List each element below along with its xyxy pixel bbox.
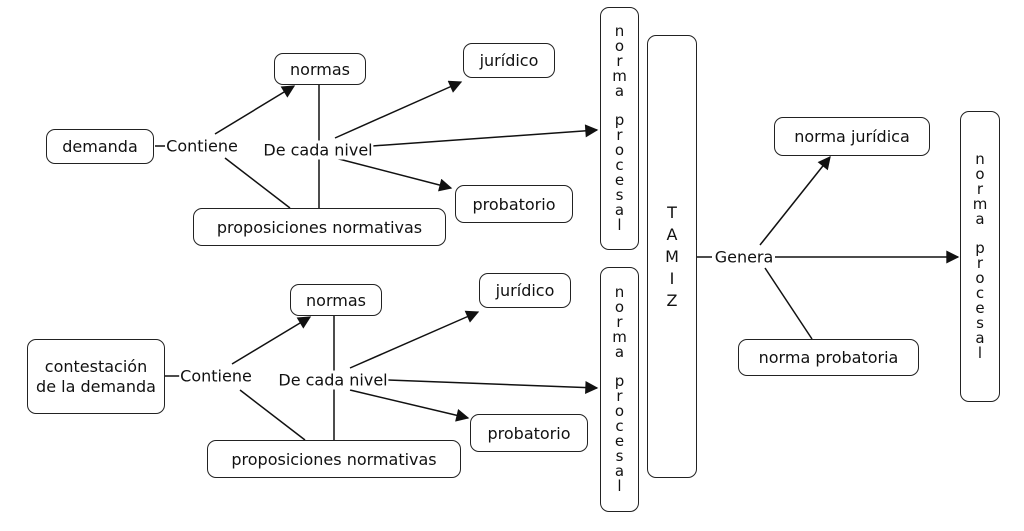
edge-contiene-proposiciones (224, 157, 291, 209)
letter: s (615, 447, 624, 465)
letter: p (975, 239, 985, 257)
probatorio-node: probatorio (455, 185, 573, 223)
letter: m (972, 195, 988, 213)
letter: o (614, 37, 625, 55)
letter: T (667, 202, 677, 222)
letter: M (665, 246, 679, 266)
contestacion-node: contestación de la demanda (27, 339, 165, 414)
letter: o (614, 141, 625, 159)
letter: n (614, 22, 625, 40)
de-cada-nivel-label-bottom: De cada nivel (277, 370, 389, 390)
edge-nivel-norma-procesal-top (371, 124, 599, 147)
letter: o (975, 269, 985, 287)
letter: r (616, 52, 623, 70)
genera-label: Genera (713, 247, 775, 267)
letter: s (615, 186, 624, 204)
letter: e (614, 432, 625, 450)
juridico-node-bottom: jurídico (479, 273, 571, 308)
edge-nivel-probatorio-b (349, 389, 470, 422)
norma-probatoria-node: norma probatoria (738, 339, 919, 376)
letter: a (975, 329, 985, 347)
letter: l (617, 477, 622, 495)
contiene-label-bottom: Contiene (179, 366, 253, 386)
letter: c (615, 417, 624, 435)
letter: m (612, 328, 627, 346)
letter: e (975, 299, 985, 317)
letter: a (614, 343, 625, 361)
letter: o (975, 165, 985, 183)
letter: A (666, 224, 678, 244)
contiene-label: Contiene (165, 136, 239, 156)
edge-contiene-normas-b (231, 316, 312, 365)
letter: n (975, 150, 985, 168)
proposiciones-normativas-node-bottom: proposiciones normativas (207, 440, 461, 478)
edge-nivel-norma-procesal-bottom (387, 379, 599, 395)
letter: m (612, 67, 627, 85)
edge-nivel-probatorio (334, 157, 453, 192)
edge-contiene-proposiciones-b (239, 389, 306, 441)
letter: l (617, 216, 622, 234)
letter: a (614, 82, 625, 100)
letter: s (976, 314, 984, 332)
de-cada-nivel-label: De cada nivel (262, 140, 374, 160)
letter: c (975, 284, 985, 302)
letter: e (614, 171, 625, 189)
letter: c (615, 156, 624, 174)
normas-node: normas (274, 53, 366, 85)
probatorio-node-bottom: probatorio (470, 414, 588, 452)
letter: r (976, 180, 984, 198)
letter: Z (666, 290, 678, 310)
letter: a (975, 210, 985, 228)
letter: a (614, 462, 625, 480)
norma-juridica-node: norma jurídica (774, 117, 930, 156)
edge-nivel-juridico-b (349, 310, 480, 369)
edge-contiene-normas (214, 85, 296, 135)
letter: I (669, 268, 675, 288)
edge-genera-norma-probatoria (764, 267, 813, 340)
letter: r (616, 313, 623, 331)
demanda-node: demanda (46, 129, 154, 164)
letter: r (616, 387, 623, 405)
edge-genera-norma-juridica (759, 155, 831, 246)
letter: o (614, 298, 625, 316)
letter: p (614, 372, 625, 390)
letter: p (614, 111, 625, 129)
letter: n (614, 283, 625, 301)
letter: r (976, 254, 984, 272)
letter: l (977, 344, 983, 362)
letter: a (614, 201, 625, 219)
juridico-node: jurídico (463, 43, 555, 78)
proposiciones-normativas-node: proposiciones normativas (193, 208, 446, 246)
letter: r (616, 126, 623, 144)
edge-nivel-juridico (334, 80, 463, 139)
letter: o (614, 402, 625, 420)
normas-node-bottom: normas (290, 284, 382, 316)
